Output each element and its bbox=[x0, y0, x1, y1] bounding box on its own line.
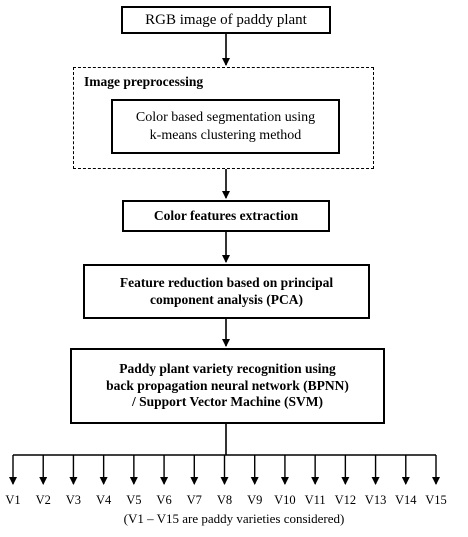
rgb-image-box: RGB image of paddy plant bbox=[121, 6, 331, 34]
recognition-line-1: Paddy plant variety recognition using bbox=[119, 360, 336, 376]
variety-label-v15: V15 bbox=[425, 493, 447, 507]
variety-label-v9: V9 bbox=[247, 493, 263, 507]
rgb-image-label: RGB image of paddy plant bbox=[145, 11, 307, 28]
variety-label-v1: V1 bbox=[5, 493, 21, 507]
variety-label-v5: V5 bbox=[126, 493, 142, 507]
variety-label-v4: V4 bbox=[96, 493, 112, 507]
color-features-label: Color features extraction bbox=[153, 207, 299, 223]
variety-label-v3: V3 bbox=[65, 493, 82, 507]
variety-label-v7: V7 bbox=[186, 493, 202, 507]
pca-box: Feature reduction based on principal com… bbox=[83, 264, 370, 319]
variety-label-v2: V2 bbox=[35, 493, 51, 507]
segmentation-box: Color based segmentation using k-means c… bbox=[111, 99, 340, 154]
segmentation-line-1: Color based segmentation using bbox=[135, 110, 316, 125]
image-preprocessing-group bbox=[73, 67, 374, 169]
variety-label-v11: V11 bbox=[304, 493, 326, 507]
segmentation-line-2: k-means clustering method bbox=[149, 127, 302, 143]
variety-label-v8: V8 bbox=[216, 493, 233, 507]
footnote: (V1 – V15 are paddy varieties considered… bbox=[123, 511, 345, 526]
variety-label-v12: V12 bbox=[334, 493, 357, 507]
pca-line-1: Feature reduction based on principal bbox=[119, 274, 334, 290]
variety-label-v13: V13 bbox=[364, 493, 387, 507]
image-preprocessing-title: Image preprocessing bbox=[84, 74, 204, 89]
variety-label-v6: V6 bbox=[156, 493, 172, 507]
pca-line-2: component analysis (PCA) bbox=[149, 291, 303, 307]
variety-label-v14: V14 bbox=[395, 493, 417, 507]
variety-label-v10: V10 bbox=[274, 493, 296, 507]
variety-recognition-box: Paddy plant variety recognition using ba… bbox=[70, 348, 385, 424]
recognition-line-2: back propagation neural network (BPNN) bbox=[106, 377, 349, 393]
color-features-box: Color features extraction bbox=[122, 200, 330, 232]
recognition-line-3: / Support Vector Machine (SVM) bbox=[132, 394, 323, 410]
